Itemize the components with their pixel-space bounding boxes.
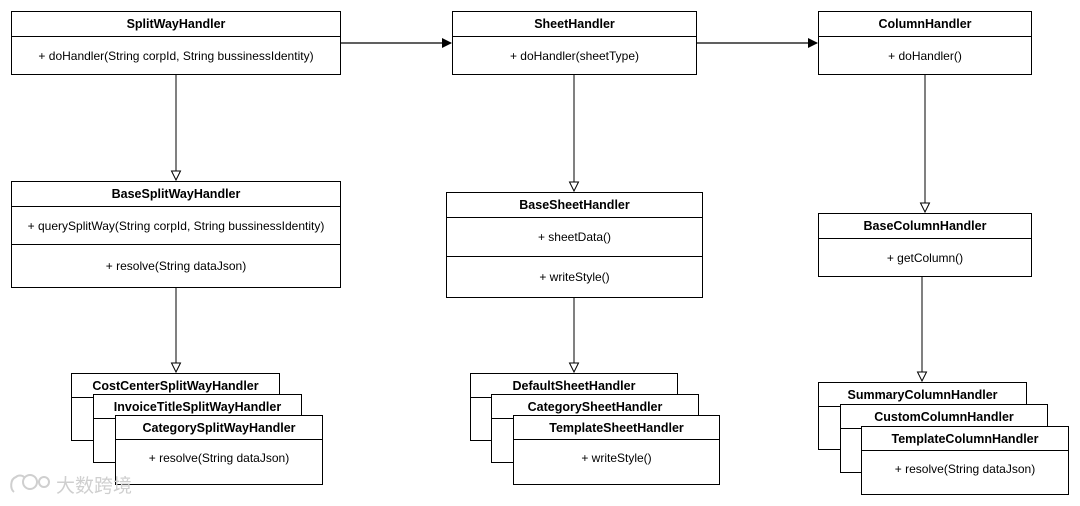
watermark: 大数跨境	[8, 470, 132, 498]
class-name: SplitWayHandler	[12, 12, 340, 37]
class-base-split-way-handler: BaseSplitWayHandler + querySplitWay(Stri…	[11, 181, 341, 288]
class-name: BaseSplitWayHandler	[12, 182, 340, 207]
method-get-column: + getColumn()	[886, 250, 964, 265]
method-do-handler: + doHandler()	[888, 48, 962, 63]
method-resolve: + resolve(String dataJson)	[148, 451, 290, 465]
method-do-handler: + doHandler(sheetType)	[509, 48, 640, 63]
class-name: BaseSheetHandler	[447, 193, 702, 218]
method-do-handler: + doHandler(String corpId, String bussin…	[38, 48, 314, 63]
class-name: CategorySplitWayHandler	[116, 416, 322, 440]
class-category-split-way-handler: CategorySplitWayHandler + resolve(String…	[115, 415, 323, 485]
class-name: TemplateColumnHandler	[862, 427, 1068, 451]
method-resolve: + resolve(String dataJson)	[105, 259, 247, 273]
class-template-sheet-handler: TemplateSheetHandler + writeStyle()	[513, 415, 720, 485]
class-name: BaseColumnHandler	[819, 214, 1031, 239]
class-name: ColumnHandler	[819, 12, 1031, 37]
class-sheet-handler: SheetHandler + doHandler(sheetType)	[452, 11, 697, 75]
class-name: TemplateSheetHandler	[514, 416, 719, 440]
class-name: SheetHandler	[453, 12, 696, 37]
method-sheet-data: + sheetData()	[447, 218, 702, 257]
speech-bubble-logo-icon	[10, 474, 50, 493]
method-write-style: + writeStyle()	[539, 270, 610, 284]
class-base-sheet-handler: BaseSheetHandler + sheetData() + writeSt…	[446, 192, 703, 298]
watermark-text: 大数跨境	[56, 474, 133, 497]
method-query-split-way: + querySplitWay(String corpId, String bu…	[12, 207, 340, 245]
class-split-way-handler: SplitWayHandler + doHandler(String corpI…	[11, 11, 341, 75]
class-column-handler: ColumnHandler + doHandler()	[818, 11, 1032, 75]
class-base-column-handler: BaseColumnHandler + getColumn()	[818, 213, 1032, 277]
method-resolve: + resolve(String dataJson)	[894, 461, 1036, 476]
method-write-style: + writeStyle()	[581, 451, 652, 465]
class-template-column-handler: TemplateColumnHandler + resolve(String d…	[861, 426, 1069, 495]
